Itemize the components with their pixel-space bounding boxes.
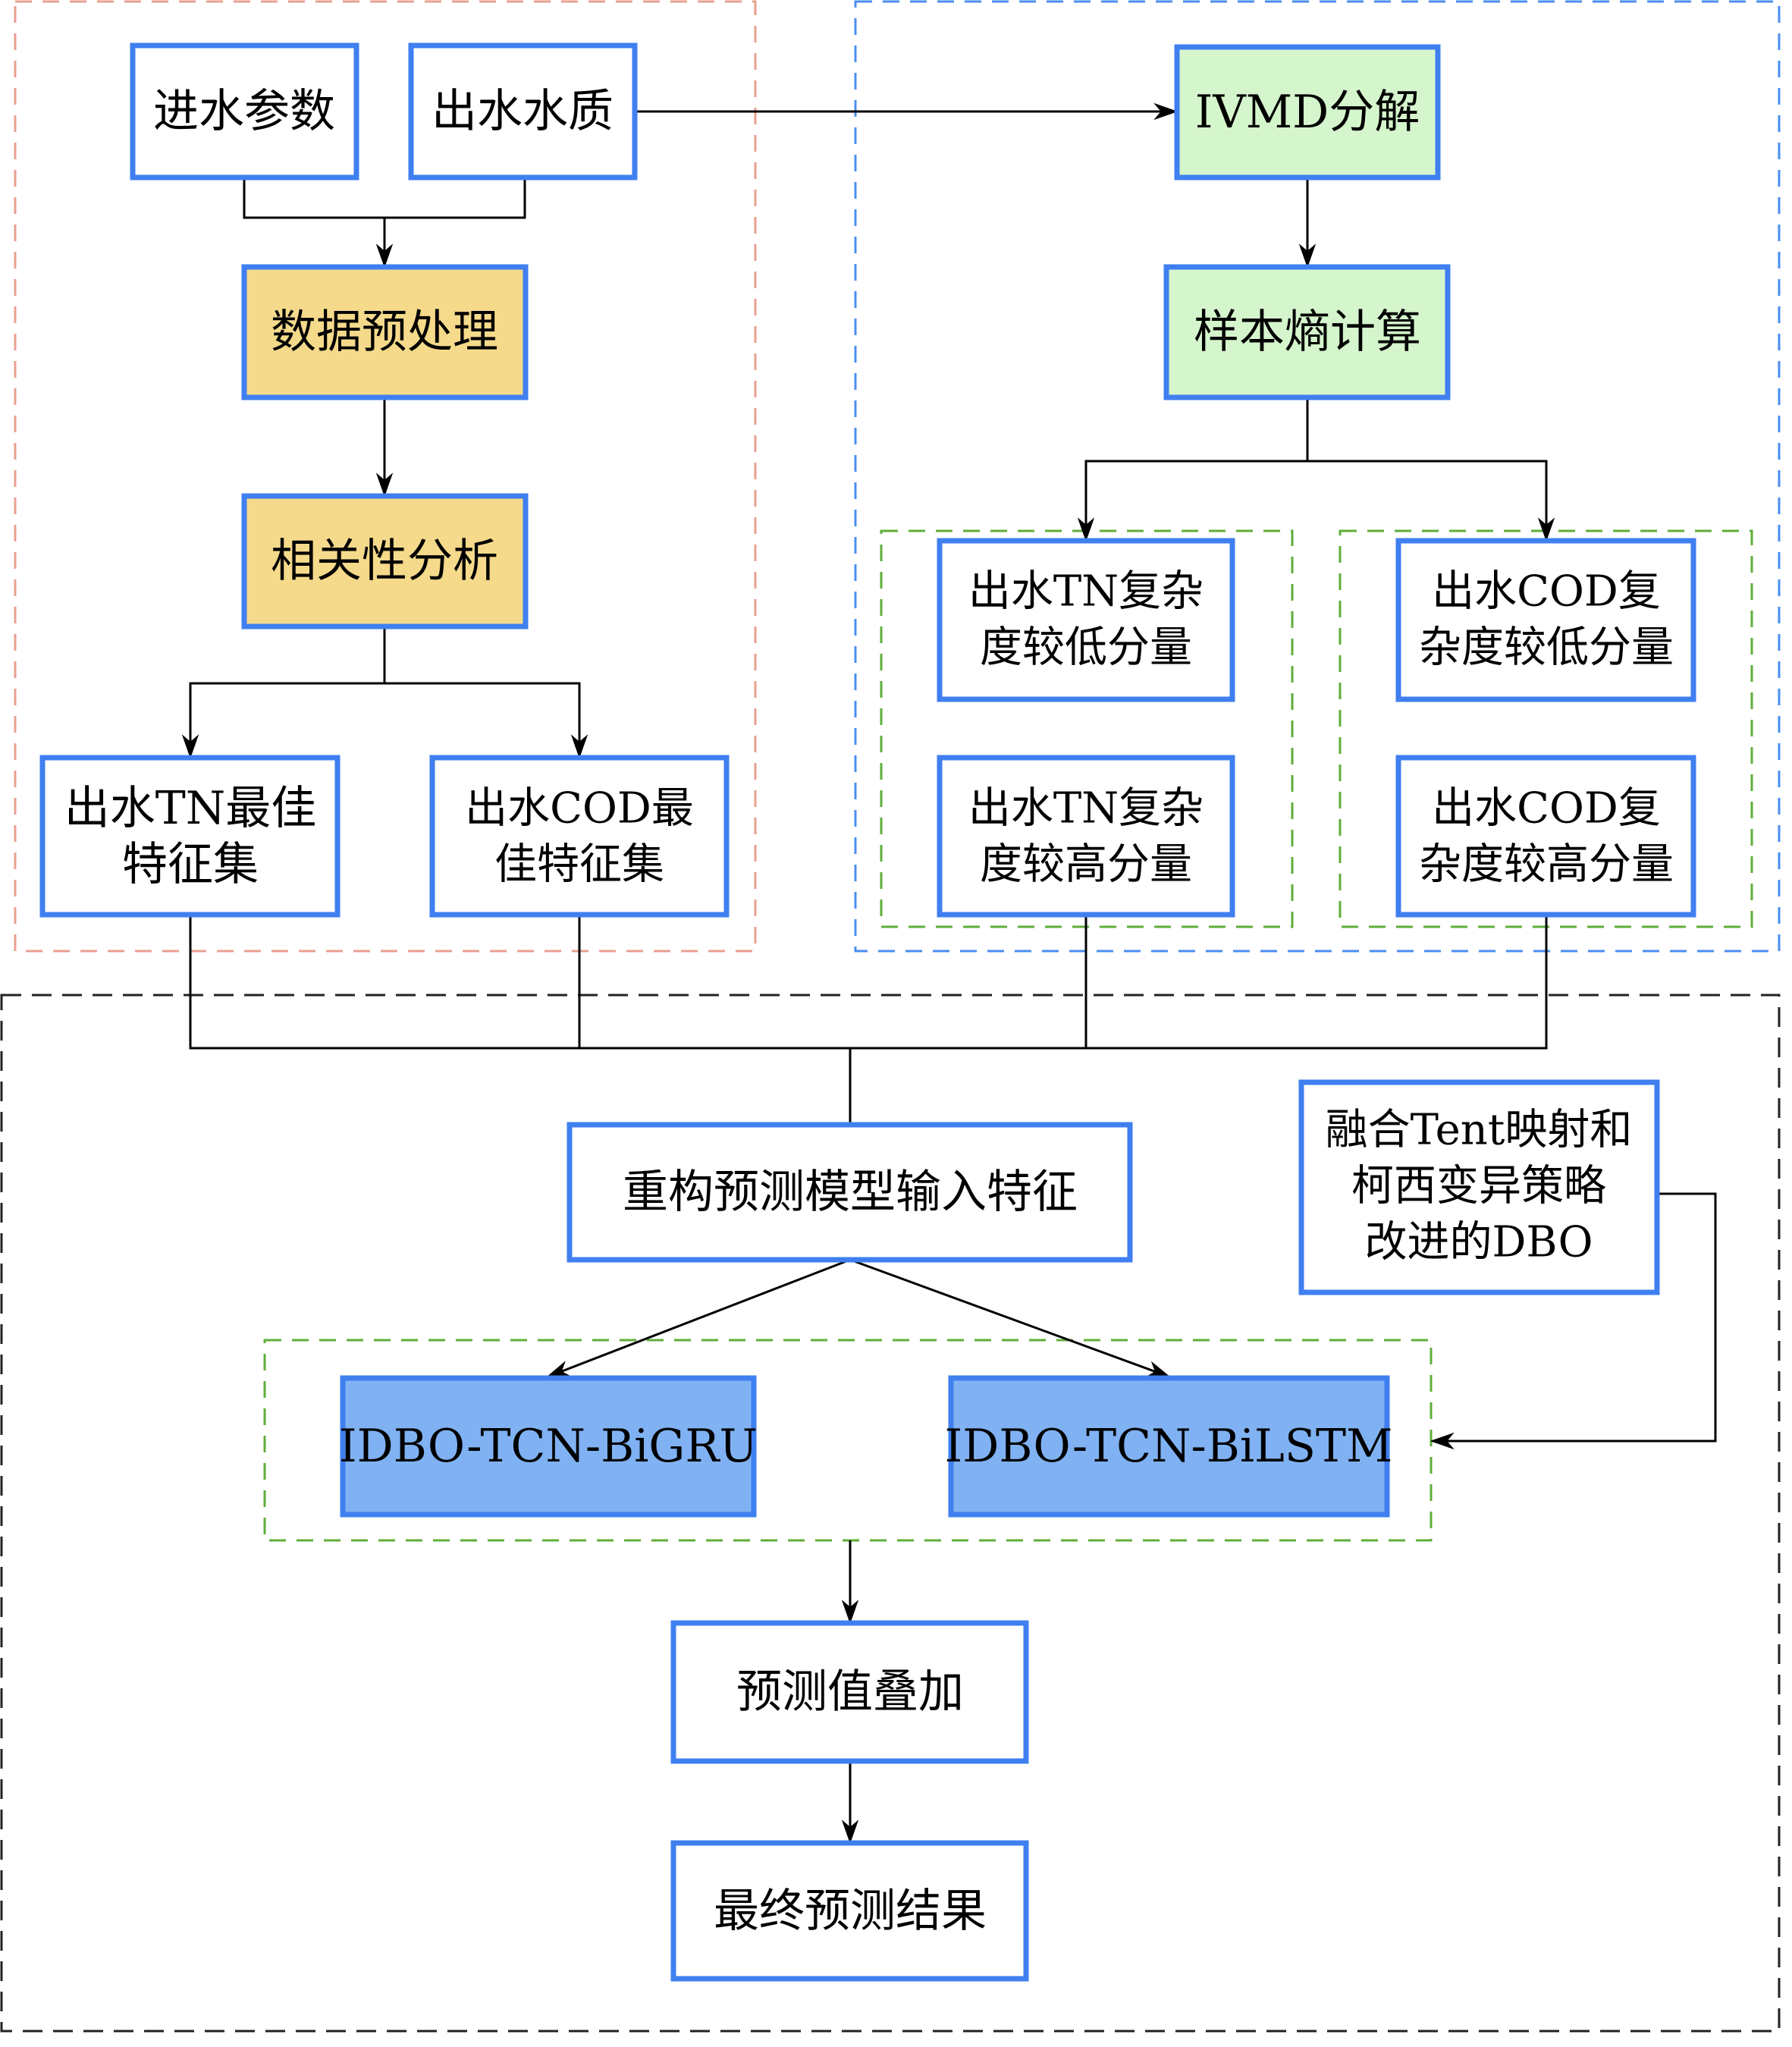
node-final-result: 最终预测结果	[670, 1840, 1029, 1982]
edge-entropy-branch-tn	[1077, 397, 1309, 542]
node-influent-params: 进水参数	[130, 42, 359, 181]
node-label: 预测值叠加	[736, 1666, 964, 1719]
node-label-line-1: 出水COD最	[465, 784, 694, 834]
node-correlation-analysis: 相关性分析	[241, 493, 529, 629]
node-prediction-superposition: 预测值叠加	[670, 1620, 1029, 1764]
node-label: 进水参数	[153, 85, 335, 138]
node-label-line-2: 杂度较高分量	[1419, 840, 1674, 890]
node-label-line-2: 杂度较低分量	[1419, 623, 1674, 673]
node-cod-best-features: 出水COD最 佳特征集	[429, 755, 730, 918]
node-tn-low: 出水TN复杂 度较低分量	[937, 538, 1235, 702]
edge-collect-features	[189, 915, 1548, 1125]
node-effluent-quality: 出水水质	[408, 42, 638, 181]
node-cod-high: 出水COD复 杂度较高分量	[1395, 755, 1696, 918]
group-feature-selection	[14, 0, 757, 953]
node-label-line-3: 改进的DBO	[1365, 1218, 1593, 1267]
node-label: IDBO-TCN-BiGRU	[339, 1420, 758, 1473]
edge-reconstruct-to-bilstm	[849, 1258, 1172, 1378]
node-label: 数据预处理	[271, 306, 498, 359]
edge-idbo-to-models	[1430, 1192, 1717, 1450]
node-label: 出水水质	[432, 85, 614, 138]
node-reconstruct-features: 重构预测模型输入特征	[566, 1122, 1133, 1263]
node-data-preprocessing: 数据预处理	[241, 264, 529, 400]
node-bigru-model: IDBO-TCN-BiGRU	[339, 1375, 758, 1518]
node-label: 重构预测模型输入特征	[623, 1166, 1078, 1219]
node-label-line-2: 柯西变异策略	[1351, 1162, 1606, 1211]
node-label-line-1: 出水TN复杂	[968, 784, 1204, 834]
edge-reconstruct-to-bigru	[546, 1258, 851, 1378]
node-label-line-1: 出水COD复	[1432, 567, 1661, 617]
edge-correlation-branch	[181, 626, 386, 759]
node-label: IDBO-TCN-BiLSTM	[945, 1420, 1393, 1473]
node-label-line-2: 佳特征集	[494, 840, 664, 890]
node-label-line-2: 度较低分量	[980, 623, 1192, 673]
node-label-line-2: 度较高分量	[980, 840, 1192, 890]
node-label: 相关性分析	[271, 535, 498, 588]
node-tn-best-features: 出水TN最佳 特征集	[39, 755, 341, 918]
node-sample-entropy: 样本熵计算	[1163, 264, 1451, 400]
edges	[181, 102, 1717, 1844]
edge-inputs-to-preprocess	[243, 177, 526, 265]
node-ivmd: IVMD分解	[1174, 44, 1441, 181]
group-prediction	[0, 994, 1781, 2033]
edge-correlation-to-cod	[384, 682, 588, 759]
node-label-line-1: 出水TN复杂	[968, 567, 1204, 617]
node-label: 最终预测结果	[714, 1885, 987, 1938]
node-bilstm-model: IDBO-TCN-BiLSTM	[945, 1375, 1393, 1518]
node-label-line-1: 融合Tent映射和	[1326, 1106, 1633, 1155]
node-label: 样本熵计算	[1194, 306, 1421, 359]
group-decomposition	[854, 0, 1781, 953]
node-label-line-2: 特征集	[122, 838, 259, 891]
node-cod-low: 出水COD复 杂度较低分量	[1395, 538, 1696, 702]
node-label-line-1: 出水TN最佳	[64, 782, 317, 835]
node-tn-high: 出水TN复杂 度较高分量	[937, 755, 1235, 918]
node-idbo: 融合Tent映射和 柯西变异策略 改进的DBO	[1298, 1079, 1660, 1295]
node-label: IVMD分解	[1195, 86, 1420, 139]
edge-entropy-branch-cod	[1307, 460, 1555, 542]
node-label-line-1: 出水COD复	[1432, 784, 1661, 834]
